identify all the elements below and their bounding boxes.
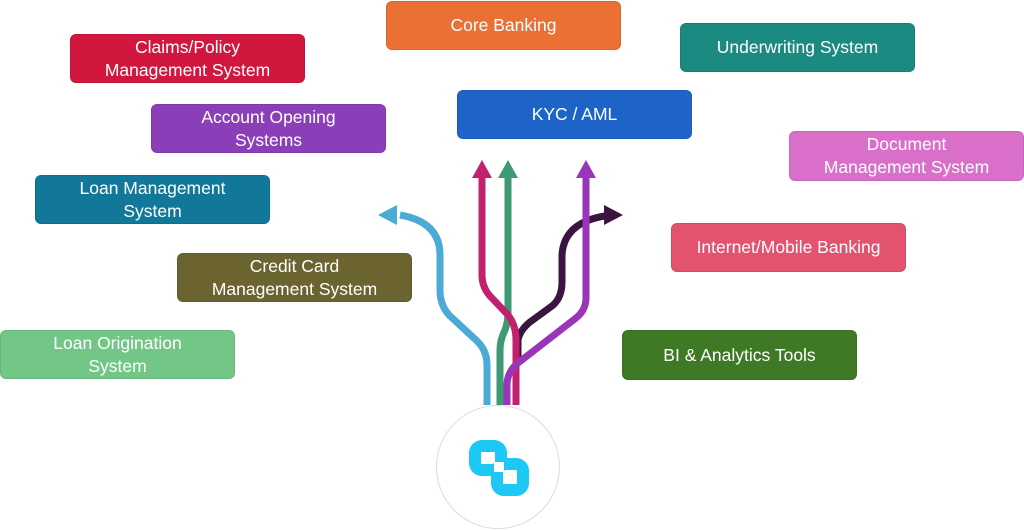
credit-card-box: Credit Card Management System	[177, 253, 412, 302]
flow-dark	[514, 211, 613, 360]
flow-purple-arrowhead	[576, 160, 596, 178]
box-label: System	[123, 200, 182, 221]
flow-blue-arrowhead	[378, 205, 397, 225]
box-label: Management System	[211, 278, 378, 299]
underwriting-box: Underwriting System	[680, 23, 915, 72]
box-label: Loan Management	[79, 177, 226, 198]
core-banking-box: Core Banking	[386, 1, 621, 50]
loan-origination-box: Loan Origination System	[0, 330, 235, 379]
box-label: Credit Card	[249, 255, 340, 276]
internet-mobile-banking-box: Internet/Mobile Banking	[671, 223, 906, 272]
kyc-aml-box: KYC / AML	[457, 90, 692, 139]
box-label: Account Opening	[201, 106, 336, 127]
box-label: System	[88, 355, 147, 376]
box-label: Management System	[104, 59, 271, 80]
box-label: Document	[866, 134, 947, 154]
flow-magenta	[478, 175, 520, 405]
document-management-box: Document Management System	[789, 131, 1024, 181]
flow-green	[496, 175, 512, 405]
box-label: Claims/Policy	[134, 36, 241, 57]
flow-blue	[399, 211, 491, 405]
flow-purple	[503, 175, 590, 405]
flow-green-arrowhead	[498, 160, 518, 178]
box-label: BI & Analytics Tools	[663, 344, 816, 365]
box-label: Management System	[823, 157, 990, 177]
flow-magenta-arrowhead	[472, 160, 492, 178]
box-label: Underwriting System	[716, 37, 879, 57]
box-label: Loan Origination	[53, 332, 182, 353]
bi-analytics-box: BI & Analytics Tools	[622, 330, 857, 380]
box-label: Core Banking	[450, 15, 557, 35]
box-label: Systems	[234, 129, 303, 150]
box-label: KYC / AML	[531, 104, 618, 124]
loan-management-box: Loan Management System	[35, 175, 270, 224]
claims-policy-box: Claims/Policy Management System	[70, 34, 305, 83]
platform-logo-icon	[469, 440, 529, 496]
flow-dark-arrowhead	[604, 205, 623, 225]
account-opening-box: Account Opening Systems	[151, 104, 386, 153]
platform-hub	[436, 405, 560, 529]
box-label: Internet/Mobile Banking	[696, 237, 881, 257]
